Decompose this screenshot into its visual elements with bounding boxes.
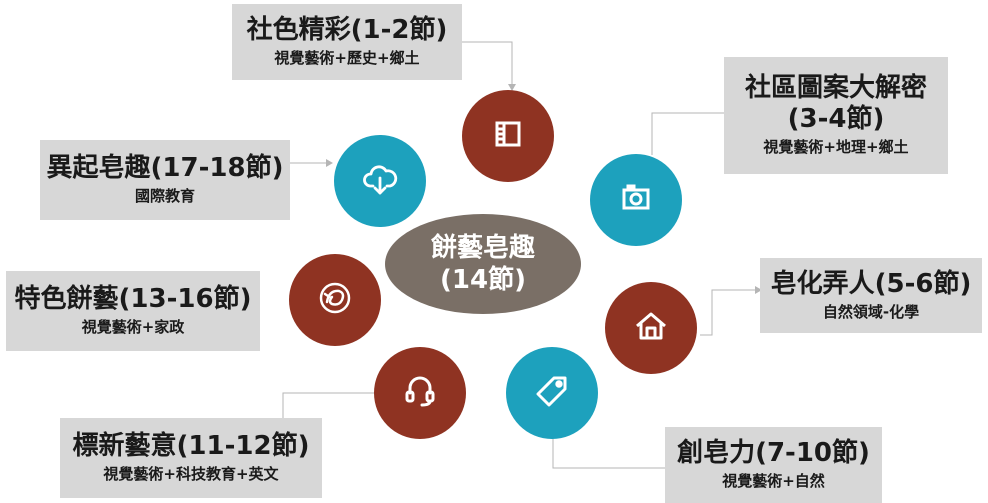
center-title: 餅藝皂趣	[430, 232, 535, 263]
topic-node-3	[605, 282, 697, 374]
topic-title-sessions: (3-4節)	[787, 104, 885, 135]
headset-icon	[400, 371, 440, 415]
topic-subjects: 視覺藝術+家政	[81, 318, 185, 337]
topic-box-7: 異起皂趣(17-18節) 國際教育	[40, 140, 290, 220]
topic-node-7	[334, 135, 426, 227]
topic-box-6: 特色餅藝(13-16節) 視覺藝術+家政	[6, 271, 260, 351]
topic-subjects: 視覺藝術+歷史+鄉土	[274, 49, 420, 68]
center-topic: 餅藝皂趣 (14節)	[385, 214, 581, 314]
topic-title: 創皂力(7-10節)	[677, 438, 870, 469]
topic-node-5	[374, 347, 466, 439]
camera-icon	[616, 178, 656, 222]
topic-box-3: 皂化弄人(5-6節) 自然領域-化學	[760, 258, 982, 333]
topic-subjects: 自然領域-化學	[822, 302, 920, 321]
topic-node-2	[590, 154, 682, 246]
topic-subjects: 國際教育	[134, 187, 195, 206]
topic-box-5: 標新藝意(11-12節) 視覺藝術+科技教育+英文	[60, 418, 322, 498]
film-strip-icon	[488, 114, 528, 158]
connector-topic-3	[700, 289, 760, 336]
topic-subjects: 視覺藝術+自然	[722, 472, 825, 491]
connector-topic-2	[651, 112, 725, 155]
topic-title: 標新藝意(11-12節)	[72, 431, 310, 462]
topic-box-4: 創皂力(7-10節) 視覺藝術+自然	[665, 427, 882, 503]
tag-icon	[532, 371, 572, 415]
topic-node-6	[289, 254, 381, 346]
topic-title: 特色餅藝(13-16節)	[14, 284, 252, 315]
connector-topic-4	[552, 435, 665, 469]
topic-title: 皂化弄人(5-6節)	[770, 268, 972, 299]
swirl-icon	[315, 278, 355, 322]
topic-node-1	[462, 90, 554, 182]
topic-title: 社區圖案大解密	[744, 73, 927, 104]
arrowhead-topic-7	[326, 159, 333, 167]
topic-node-4	[506, 347, 598, 439]
topic-subjects: 視覺藝術+科技教育+英文	[103, 465, 279, 484]
topic-title: 社色精彩(1-2節)	[246, 15, 448, 46]
topic-subjects: 視覺藝術+地理+鄉土	[763, 138, 909, 157]
cloud-download-icon	[360, 159, 400, 203]
connector-topic-1	[462, 41, 513, 88]
center-sessions: (14節)	[440, 265, 526, 295]
topic-box-2: 社區圖案大解密 (3-4節) 視覺藝術+地理+鄉土	[724, 57, 948, 174]
home-icon	[631, 306, 671, 350]
topic-title: 異起皂趣(17-18節)	[46, 153, 284, 184]
topic-box-1: 社色精彩(1-2節) 視覺藝術+歷史+鄉土	[232, 4, 462, 80]
